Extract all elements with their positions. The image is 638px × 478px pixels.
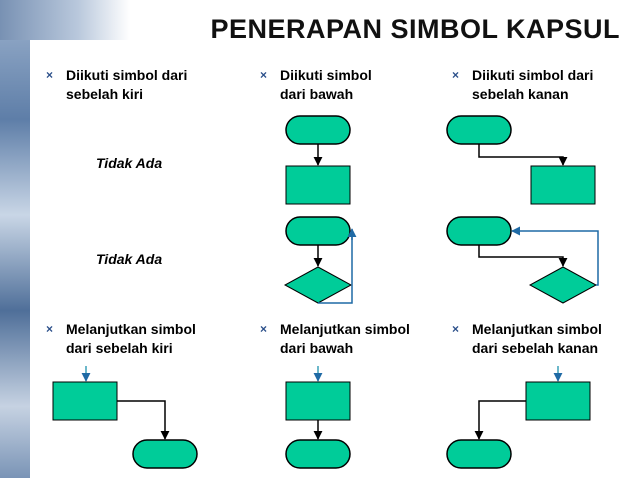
terminator-capsule	[285, 439, 351, 469]
background-corner-decoration	[0, 0, 130, 40]
bullet-icon: ×	[260, 68, 268, 82]
heading-bottom-left: × Melanjutkan simbol dari sebelah kiri	[46, 320, 196, 358]
process-box	[530, 165, 596, 205]
heading-top-left: × Diikuti simbol dari sebelah kiri	[46, 66, 188, 104]
connector-arrow	[474, 400, 526, 440]
terminator-capsule	[132, 439, 198, 469]
page-title: PENERAPAN SIMBOL KAPSUL	[210, 14, 620, 44]
background-decoration	[0, 0, 30, 478]
heading-label: Diikuti simbol dari sebelah kanan	[472, 67, 594, 102]
process-box	[525, 381, 591, 421]
heading-bottom-right: × Melanjutkan simbol dari sebelah kanan	[452, 320, 602, 358]
connector-arrow	[117, 400, 170, 440]
process-box	[52, 381, 118, 421]
terminator-capsule	[446, 439, 512, 469]
note-none-1: Tidak Ada	[96, 155, 163, 171]
terminator-capsule	[446, 216, 512, 246]
process-box	[285, 165, 351, 205]
loop-back-arrow	[511, 226, 599, 286]
heading-label: Melanjutkan simbol dari bawah	[280, 321, 410, 356]
terminator-capsule	[446, 115, 512, 145]
heading-top-middle: × Diikuti simbol dari bawah	[260, 66, 372, 104]
process-box	[285, 381, 351, 421]
heading-label: Diikuti simbol dari sebelah kiri	[66, 67, 188, 102]
connector-arrow	[478, 245, 568, 267]
connector-arrow	[478, 144, 568, 166]
note-none-2: Tidak Ada	[96, 251, 163, 267]
bullet-icon: ×	[452, 322, 460, 336]
decision-diamond	[283, 266, 353, 304]
terminator-capsule	[285, 115, 351, 145]
terminator-capsule	[285, 216, 351, 246]
heading-label: Diikuti simbol dari bawah	[280, 67, 372, 102]
heading-bottom-middle: × Melanjutkan simbol dari bawah	[260, 320, 410, 358]
bullet-icon: ×	[46, 68, 54, 82]
heading-top-right: × Diikuti simbol dari sebelah kanan	[452, 66, 594, 104]
decision-diamond	[528, 266, 598, 304]
bullet-icon: ×	[260, 322, 268, 336]
bullet-icon: ×	[46, 322, 54, 336]
bullet-icon: ×	[452, 68, 460, 82]
heading-label: Melanjutkan simbol dari sebelah kanan	[472, 321, 602, 356]
heading-label: Melanjutkan simbol dari sebelah kiri	[66, 321, 196, 356]
